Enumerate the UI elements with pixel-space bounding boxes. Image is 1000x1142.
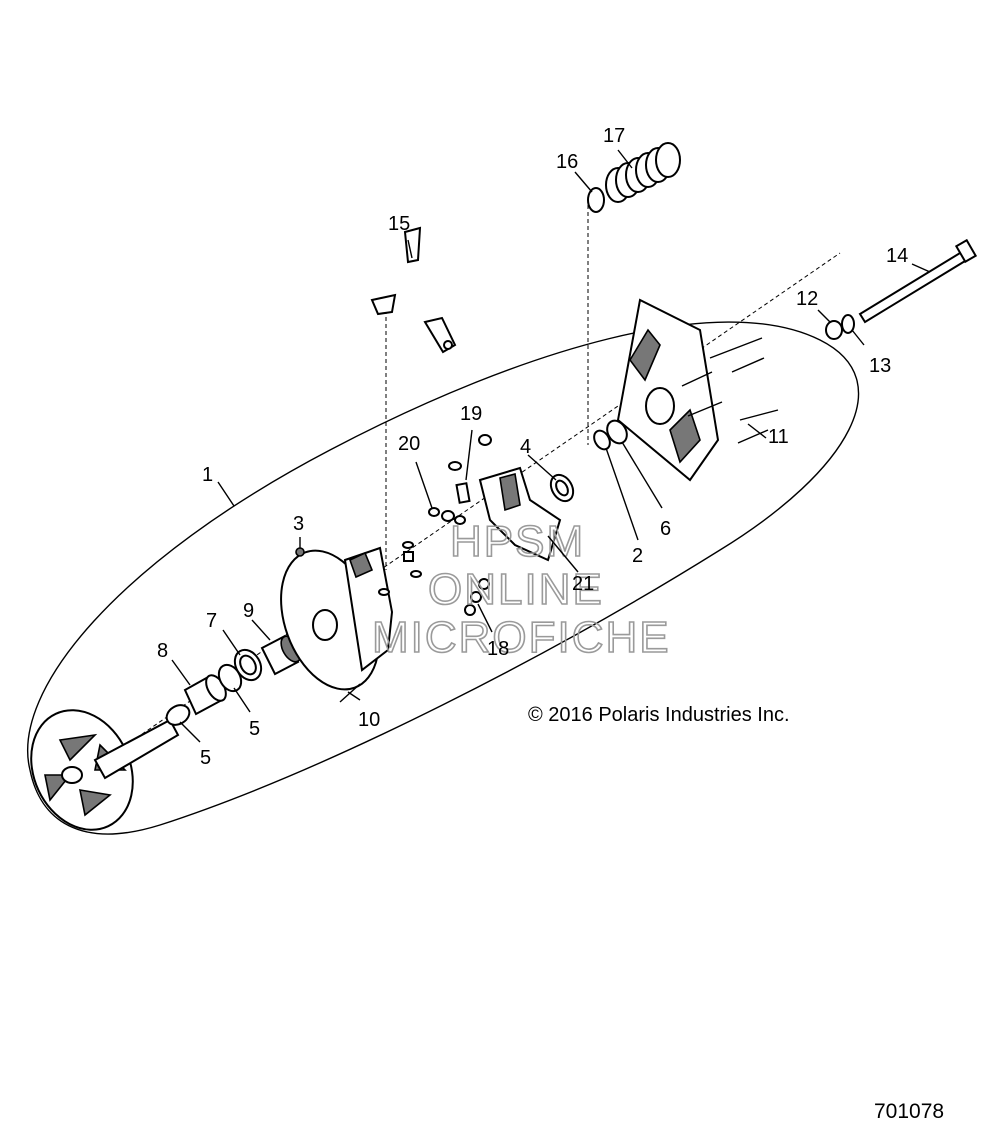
callout-4: 4 (520, 436, 531, 458)
callout-7: 7 (206, 610, 217, 632)
callout-10: 10 (358, 709, 380, 731)
callout-11: 11 (768, 426, 789, 448)
washers-18 (464, 578, 490, 616)
callout-5a: 5 (249, 718, 260, 740)
ring-5a (165, 704, 191, 726)
callout-8: 8 (157, 640, 168, 662)
weight-15-b (370, 293, 397, 316)
weight-15-c (423, 316, 457, 354)
pins-19 (448, 434, 492, 504)
moveable-sheave (280, 546, 394, 691)
rollers-20 (428, 507, 466, 525)
nut-12 (825, 320, 843, 340)
center-axis (89, 252, 841, 771)
spider-21 (478, 466, 562, 562)
callout-6: 6 (660, 518, 671, 540)
fixed-sheave (30, 709, 180, 831)
cover (616, 298, 720, 482)
callout-20: 20 (398, 433, 420, 455)
spring-17 (605, 142, 681, 203)
callout-12: 12 (796, 288, 818, 310)
callout-21: 21 (572, 573, 594, 595)
washer-16 (587, 187, 605, 213)
callout-16: 16 (556, 151, 578, 173)
bolts-11 (681, 337, 779, 444)
svg-text:MICROFICHE: MICROFICHE (372, 613, 671, 662)
bushing-7 (233, 648, 263, 682)
svg-text:ONLINE: ONLINE (428, 565, 604, 614)
callout-9: 9 (243, 600, 254, 622)
callout-18: 18 (487, 638, 509, 660)
assembly-outline (27, 321, 860, 835)
callout-3: 3 (293, 513, 304, 535)
bushing-9 (260, 634, 302, 676)
weight-15-a (403, 226, 422, 264)
nut-3 (295, 547, 305, 557)
callout-2: 2 (632, 545, 643, 567)
bolt-14 (858, 238, 978, 324)
leader-lines (171, 149, 931, 743)
callout-17: 17 (603, 125, 625, 147)
blocks-center (378, 541, 422, 596)
svg-text:HPSM: HPSM (450, 517, 585, 566)
callout-15: 15 (388, 213, 410, 235)
ring-4 (549, 473, 575, 503)
callout-13: 13 (869, 355, 891, 377)
callout-1: 1 (202, 464, 213, 486)
callout-19: 19 (460, 403, 482, 425)
copyright-notice: © 2016 Polaris Industries Inc. (528, 704, 790, 726)
callout-5b: 5 (200, 747, 211, 769)
watermark: HPSM ONLINE MICROFICHE (371, 516, 671, 663)
drawing-number: 701078 (874, 1100, 945, 1123)
callout-14: 14 (886, 245, 908, 267)
washer-13 (841, 314, 855, 334)
